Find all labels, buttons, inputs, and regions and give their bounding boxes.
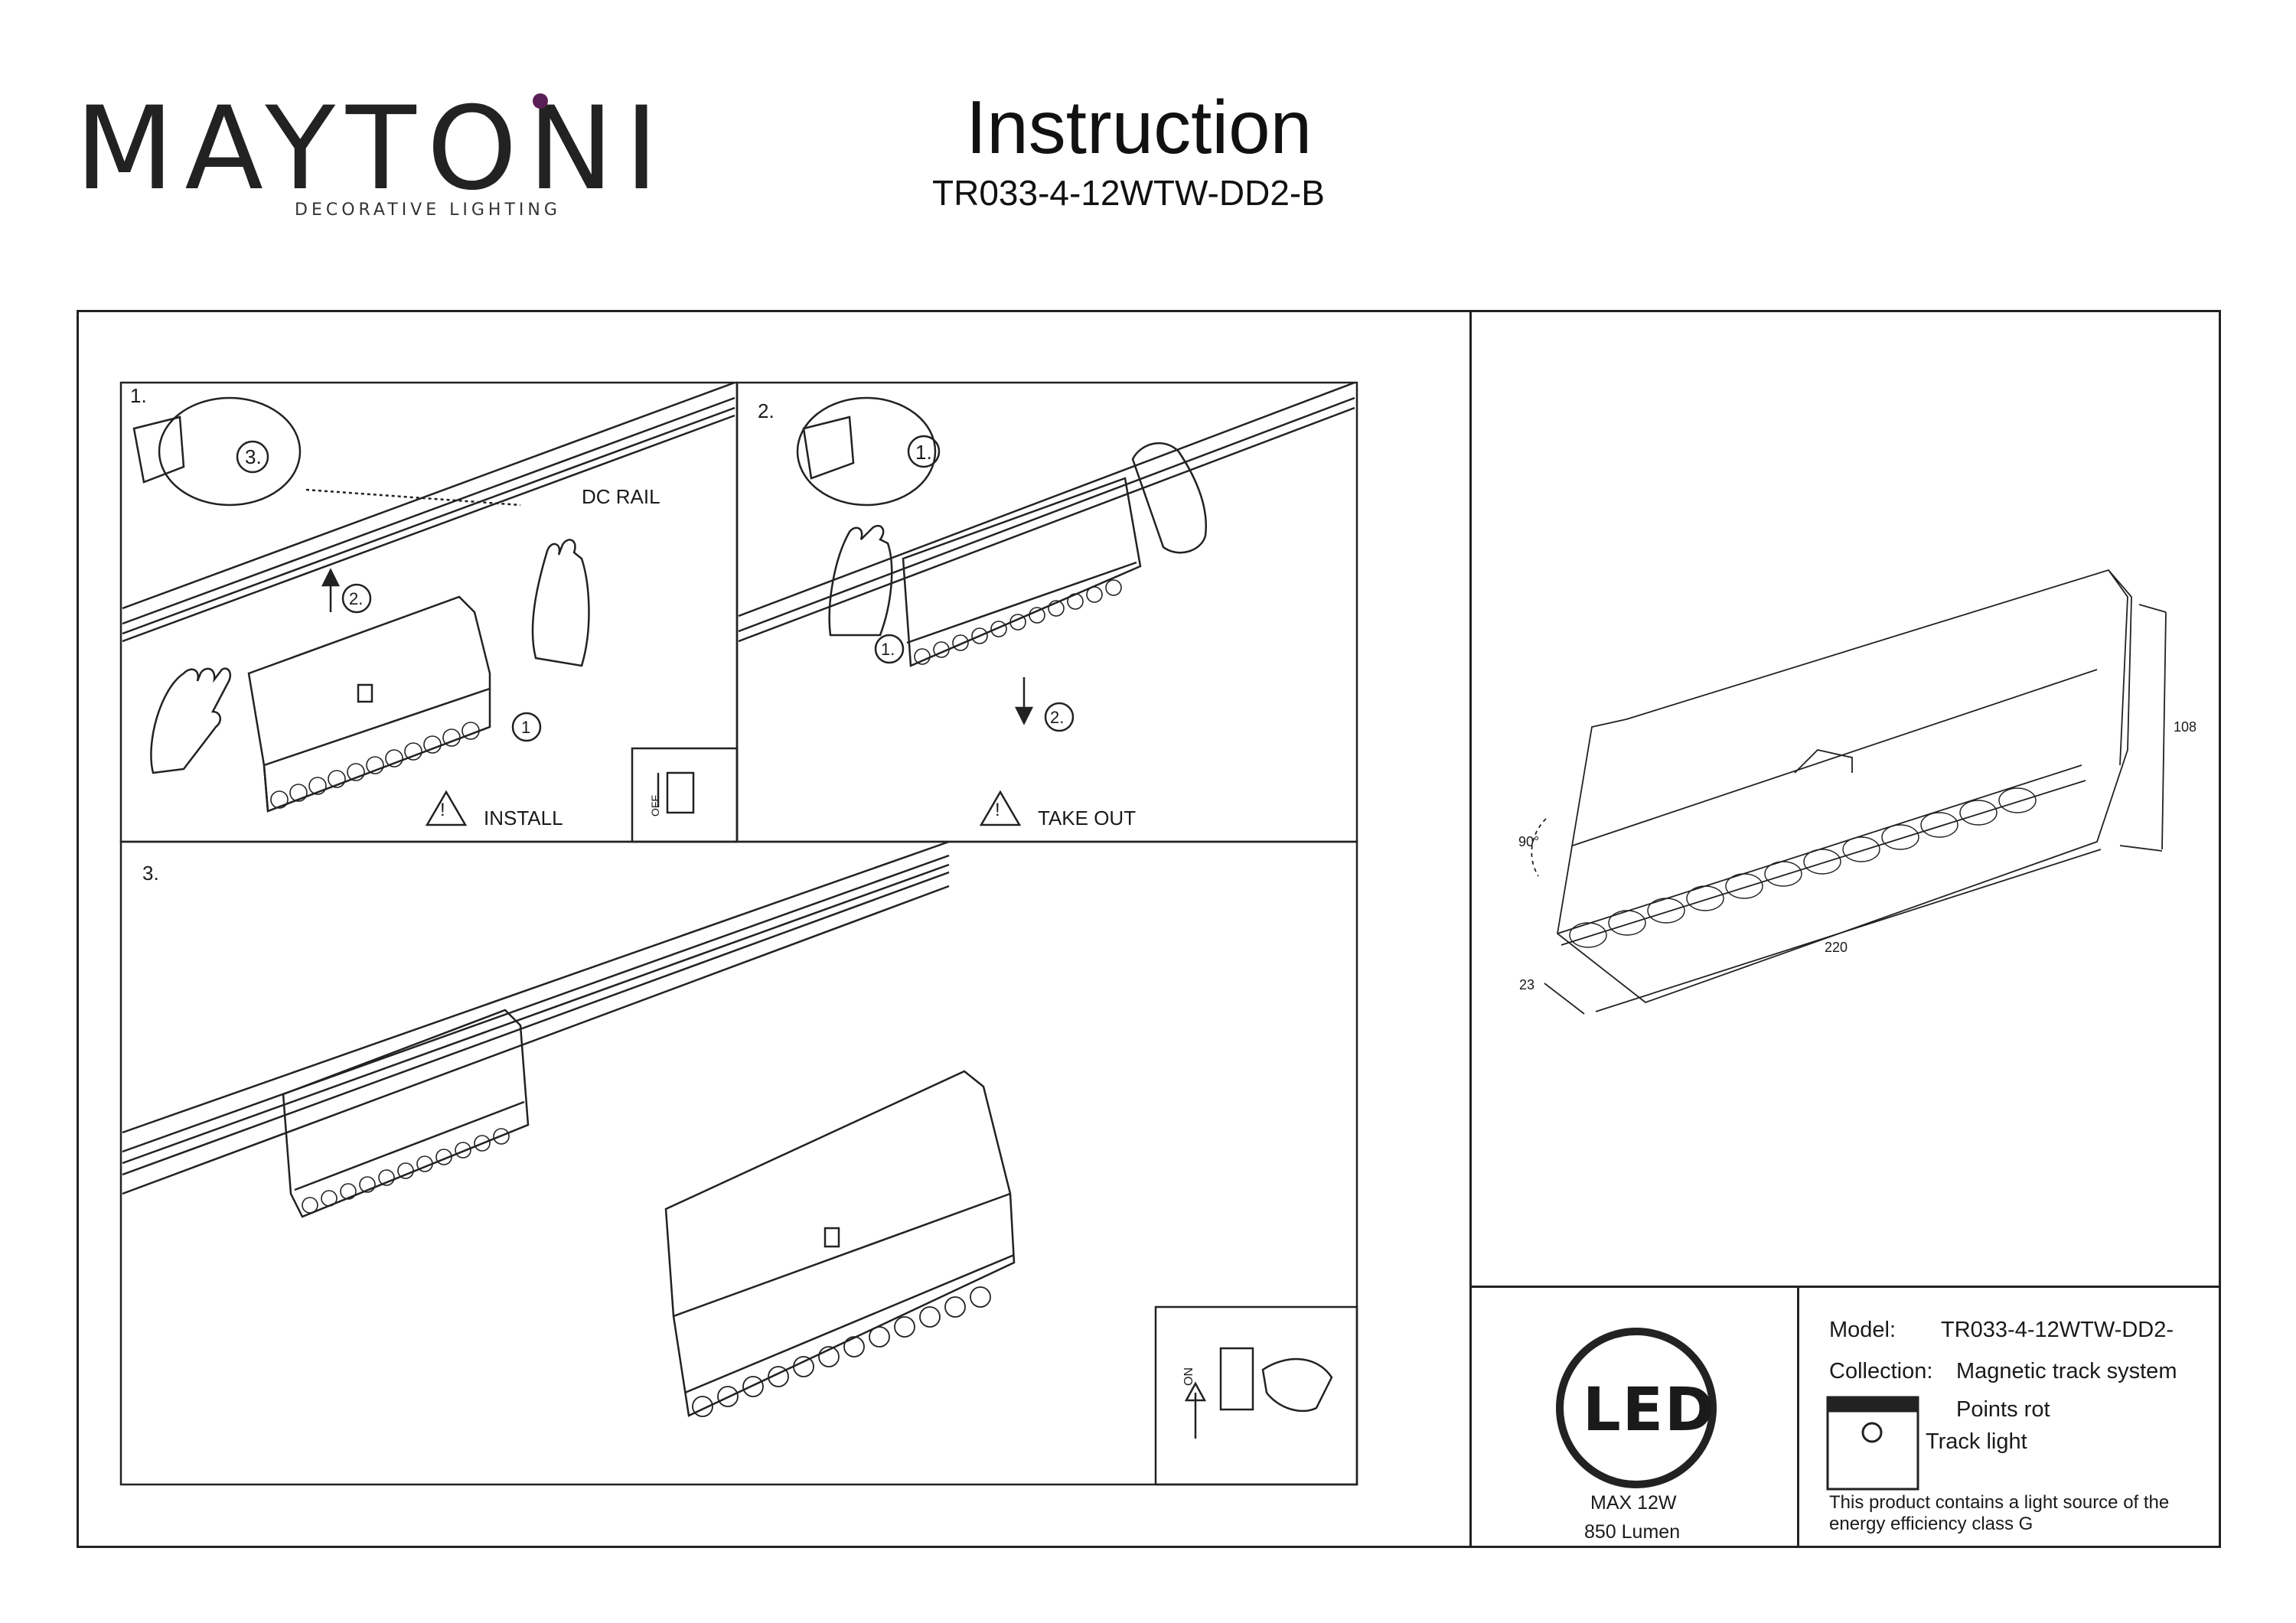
step1-warning-label: INSTALL <box>484 807 563 829</box>
info-divider-horizontal <box>1469 1286 2221 1288</box>
step2-left-hand <box>828 524 893 637</box>
led-icon <box>1556 1328 1717 1488</box>
step1-callout-2 <box>341 583 372 614</box>
model-value: TR033-4-12WTW-DD2- <box>1941 1318 2174 1342</box>
step3-switch-box <box>1154 1305 1358 1486</box>
model-code: TR033-4-12WTW-DD2-B <box>932 173 1325 213</box>
dimension-height: 108 <box>2174 719 2197 735</box>
step3-switch-label: ON <box>1182 1367 1195 1386</box>
step2-callout-1a <box>907 435 941 468</box>
step2-warning-icon <box>979 790 1022 826</box>
instruction-frame <box>77 310 2221 1548</box>
brand-logo: MAYTONI <box>75 83 670 216</box>
step2-number: 2. <box>758 399 775 422</box>
step3-mounted-lamp <box>282 1009 530 1218</box>
step1-right-hand <box>531 539 590 667</box>
energy-note-line2: energy efficiency class G <box>1829 1514 2033 1534</box>
lumen-rating: 850 Lumen <box>1584 1521 1681 1543</box>
step1-switch-box <box>631 747 739 843</box>
step1-callout-1 <box>511 712 542 742</box>
step1-warning-icon <box>425 790 468 826</box>
collection-value: Magnetic track system <box>1956 1359 2177 1383</box>
step1-lamp <box>247 595 491 813</box>
step2-callout-1a-label: 1. <box>915 441 932 464</box>
brand-logo-dot <box>533 93 548 109</box>
step2-callout-1b-label: 1. <box>881 640 895 659</box>
step3-rail <box>122 840 950 1195</box>
frame-divider-vertical <box>1469 310 1472 1548</box>
dimension-rotation: 90° <box>1518 834 1540 849</box>
energy-note-line1: This product contains a light source of … <box>1829 1492 2170 1513</box>
step1-rail <box>122 381 735 643</box>
step3-panel <box>119 840 1358 1486</box>
step2-right-hand <box>1131 442 1207 554</box>
step2-lamp <box>902 477 1142 667</box>
step2-warning-mark: ! <box>995 800 1000 820</box>
step1-callout-1-label: 1 <box>521 718 531 737</box>
collection-extra: Points rot <box>1956 1397 2050 1422</box>
brand-tagline: DECORATIVE LIGHTING <box>295 200 561 220</box>
step1-callout-3-label: 3. <box>245 445 262 468</box>
step2-rail <box>738 381 1355 643</box>
step1-left-hand <box>150 667 232 774</box>
step1-warning-mark: ! <box>440 800 445 820</box>
step2-warning-label: TAKE OUT <box>1038 807 1137 829</box>
step1-panel <box>119 381 739 843</box>
step1-number: 1. <box>130 384 147 407</box>
dimension-width: 23 <box>1519 977 1535 992</box>
model-label: Model: <box>1829 1318 1896 1342</box>
collection-label: Collection: <box>1829 1359 1933 1383</box>
page-title: Instruction <box>966 85 1313 169</box>
step2-callout-2 <box>1044 702 1075 732</box>
step3-rotated-lamp <box>664 1070 1016 1417</box>
led-label: LED <box>1583 1376 1716 1445</box>
dc-rail-label: DC RAIL <box>582 485 660 508</box>
info-divider-vertical <box>1797 1286 1799 1548</box>
step1-switch-label: OFF <box>649 795 661 816</box>
track-light-symbol <box>1826 1396 1919 1491</box>
product-type: Track light <box>1926 1429 2027 1454</box>
step3-number: 3. <box>142 862 159 885</box>
step2-callout-1b <box>874 634 905 664</box>
dimension-drawing <box>1531 569 2167 1015</box>
step2-callout-2-label: 2. <box>1050 708 1065 727</box>
step1-callout-3 <box>236 440 269 474</box>
step1-magnifier <box>158 396 302 507</box>
step2-magnifier <box>796 396 937 507</box>
power-rating: MAX 12W <box>1590 1492 1677 1514</box>
step1-callout-2-label: 2. <box>349 589 364 608</box>
dimension-length: 220 <box>1825 940 1848 955</box>
